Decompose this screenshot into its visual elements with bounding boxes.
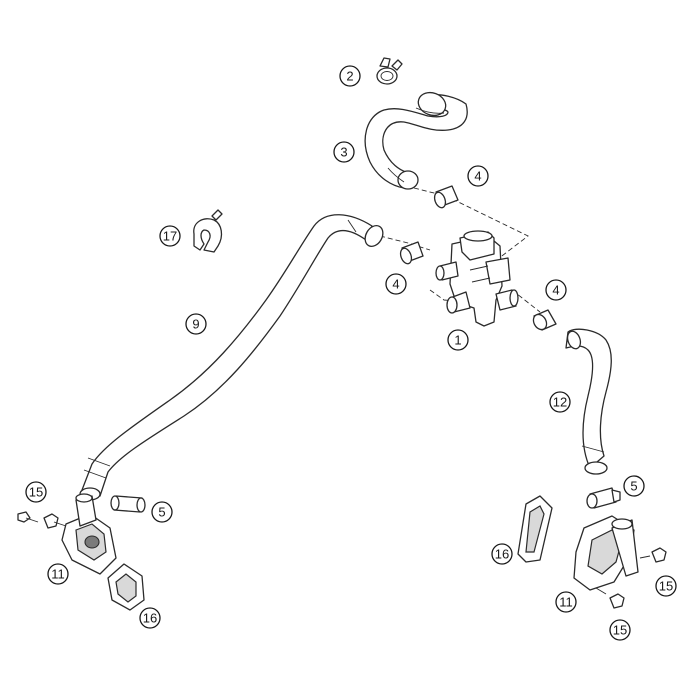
callout-15-right-lower: 15 [609,619,631,641]
callout-4-right: 4 [545,279,567,301]
callout-15-left: 15 [25,481,47,503]
svg-text:5: 5 [158,505,165,520]
svg-text:15: 15 [613,623,627,638]
callout-5-left: 5 [151,501,173,523]
hose-clamp-2 [376,57,403,85]
screw-15-left-1 [17,511,39,523]
screw-15-right-2 [595,587,625,609]
screw-15-right-1 [639,547,667,563]
svg-text:16: 16 [143,611,157,626]
svg-text:15: 15 [659,579,673,594]
svg-text:4: 4 [552,283,559,298]
reed-plate-16-left [107,563,145,611]
svg-text:16: 16 [495,547,509,562]
callout-11-right: 11 [555,591,577,613]
upper-hose-3 [364,91,468,190]
reed-plate-16-right [517,495,553,563]
callout-2: 2 [339,65,361,87]
callout-4-left: 4 [385,273,407,295]
callout-17: 17 [159,225,181,247]
svg-text:3: 3 [340,145,347,160]
clamp-5-right [586,487,621,509]
svg-text:11: 11 [559,595,573,610]
svg-text:15: 15 [29,485,43,500]
svg-text:5: 5 [630,479,637,494]
sleeve-5-left [110,495,146,513]
callout-9: 9 [185,313,207,335]
air-valve-1 [435,230,519,327]
screw-15-left-2 [43,513,67,529]
callout-15-right-upper: 15 [655,575,677,597]
right-hose-12 [565,328,612,475]
callout-3: 3 [333,141,355,163]
svg-text:1: 1 [454,333,461,348]
callout-4-top: 4 [467,165,489,187]
svg-text:2: 2 [346,69,353,84]
callout-11-left: 11 [47,563,69,585]
hose-holder-17 [193,209,223,253]
clamp-4-left [399,241,424,265]
svg-text:9: 9 [192,317,199,332]
callout-16-left: 16 [139,607,161,629]
callout-12: 12 [549,391,571,413]
svg-text:11: 11 [51,567,65,582]
callout-1: 1 [447,329,469,351]
svg-text:17: 17 [163,229,177,244]
callout-16-right: 16 [491,543,513,565]
svg-text:12: 12 [553,395,567,410]
cover-11-right [573,515,639,591]
clamp-4-right [532,309,557,331]
clamp-4-top [433,185,459,209]
svg-text:4: 4 [474,169,481,184]
svg-text:4: 4 [392,277,399,292]
cover-11-left [61,493,117,575]
callout-5-right: 5 [623,475,645,497]
long-hose-9 [79,214,384,501]
